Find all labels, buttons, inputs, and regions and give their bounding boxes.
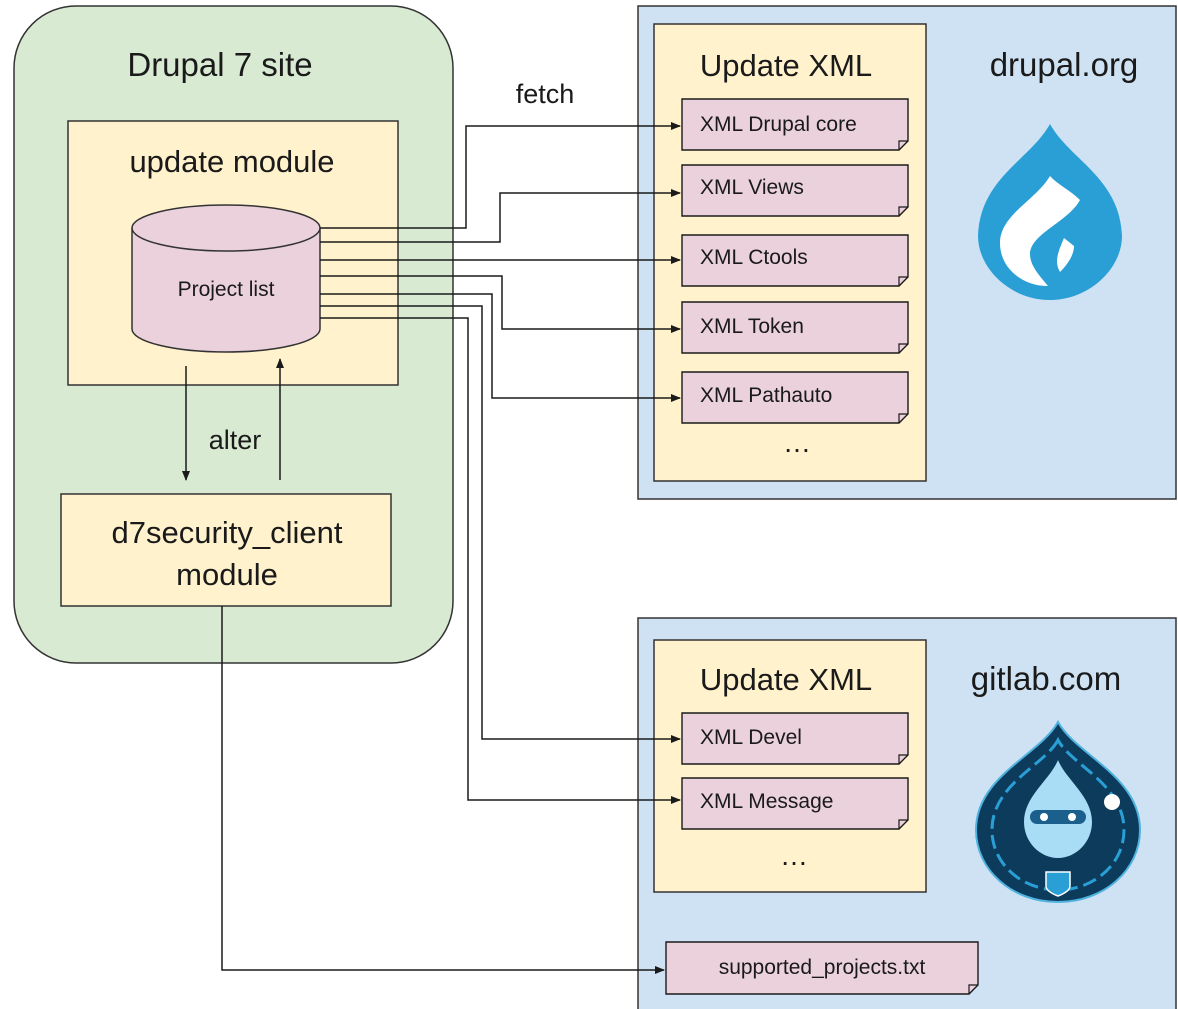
xml-doc-drupal-core: XML Drupal core [681, 98, 909, 151]
fetch-connector-pathauto [320, 293, 681, 402]
drupal-org-ellipsis: … [783, 427, 811, 458]
drupal7-site-title: Drupal 7 site [127, 46, 312, 83]
gitlab-title: gitlab.com [971, 660, 1121, 697]
xml-doc-ctools: XML Ctools [681, 234, 909, 287]
xml-doc-pathauto: XML Pathauto [681, 371, 909, 424]
drupal-org-update-xml-title: Update XML [700, 48, 872, 83]
fetch-connector-views [320, 189, 681, 243]
project-list-database [131, 204, 321, 353]
xml-doc-message: XML Message [681, 777, 909, 830]
xml-doc-label: XML Token [700, 315, 804, 338]
d7security-mascot-icon [974, 719, 1142, 904]
xml-doc-views: XML Views [681, 164, 909, 217]
xml-doc-devel: XML Devel [681, 712, 909, 765]
gitlab-ellipsis: … [780, 840, 808, 871]
xml-doc-label: XML Devel [700, 726, 802, 749]
alter-label: alter [209, 425, 262, 455]
xml-doc-label: XML Message [700, 790, 833, 813]
project-list-label: Project list [178, 278, 275, 301]
fetch-label: fetch [516, 79, 575, 109]
drupal-org-title: drupal.org [990, 46, 1139, 83]
xml-doc-label: XML Ctools [700, 246, 808, 269]
fetch-connector-devel [320, 305, 681, 743]
connector-supported-projects [221, 606, 665, 974]
client-module-line1: d7security_client [112, 515, 343, 550]
supported-projects-doc: supported_projects.txt [665, 941, 979, 995]
xml-doc-label: XML Views [700, 176, 804, 199]
gitlab-update-xml-title: Update XML [700, 662, 872, 697]
drupal-logo-icon [978, 124, 1122, 300]
xml-doc-token: XML Token [681, 301, 909, 354]
gitlab-update-xml-panel [653, 639, 927, 893]
fetch-connector-token [320, 275, 681, 333]
update-module-title: update module [129, 144, 334, 179]
xml-doc-label: XML Drupal core [700, 113, 857, 136]
fetch-connector-message [320, 317, 681, 804]
fetch-connector-drupal-core [320, 122, 681, 229]
d7security-client-module-box [60, 493, 392, 607]
supported-projects-label: supported_projects.txt [719, 956, 926, 979]
xml-doc-label: XML Pathauto [700, 384, 832, 407]
client-module-line2: module [176, 557, 278, 592]
